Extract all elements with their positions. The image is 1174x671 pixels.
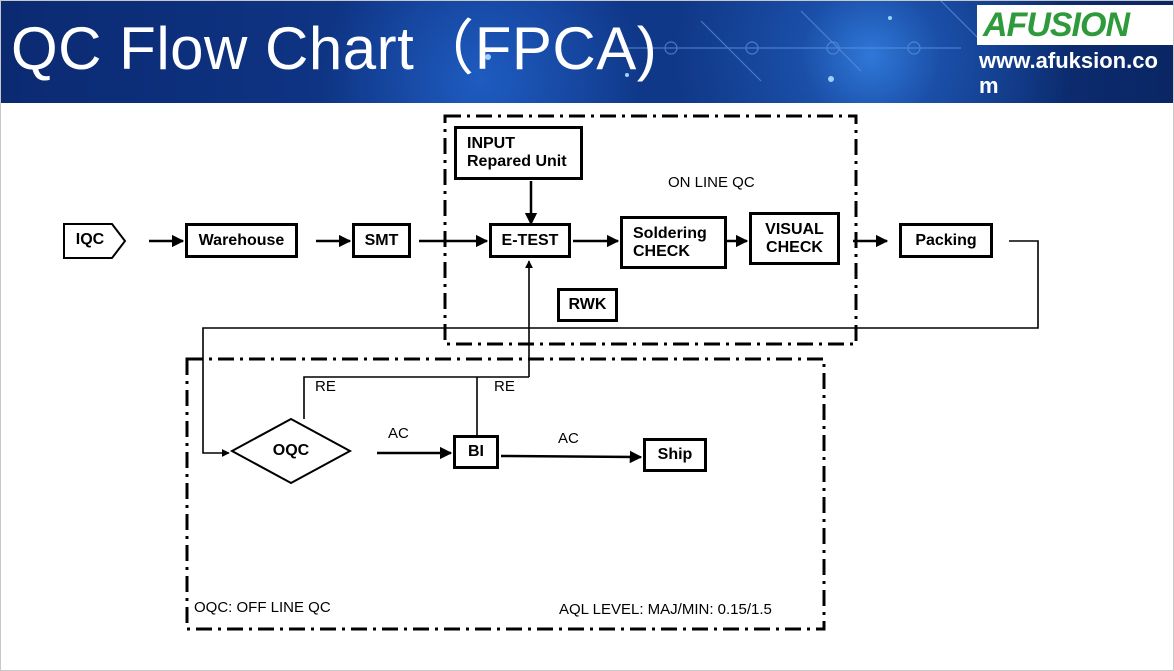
label-online-qc: ON LINE QC [668,174,755,191]
node-soldering-check: Soldering CHECK [620,216,727,269]
node-visual-check: VISUAL CHECK [749,212,840,265]
node-packing: Packing [899,223,993,258]
website-url: www.afuksion.com [979,48,1158,98]
node-rwk: RWK [557,288,618,322]
label-ac-oqc: AC [388,425,409,442]
label-ac-bi: AC [558,430,579,447]
node-input-repared-unit: INPUT Repared Unit [454,126,583,180]
node-smt: SMT [352,223,411,258]
node-iqc: IQC [75,231,105,248]
node-warehouse: Warehouse [185,223,298,258]
oqc-diamond [229,417,353,485]
node-e-test: E-TEST [489,223,571,258]
label-re-oqc: RE [315,378,336,395]
loop-packing-oqc [202,240,1039,457]
brand-logo: AFUSION [977,5,1173,45]
label-aql-level: AQL LEVEL: MAJ/MIN: 0.15/1.5 [559,601,772,618]
offline-qc-region [185,357,826,631]
online-qc-region [443,114,858,346]
logo-wordmark: AFUSION [983,6,1130,44]
label-offline-qc: OQC: OFF LINE QC [194,599,331,616]
banner-decoration [485,1,982,82]
node-bi: BI [453,435,499,469]
label-re-bi: RE [494,378,515,395]
arrow-bi-ship [500,450,643,464]
page-title: QC Flow Chart（FPCA) [11,15,658,82]
line-oqc-re [303,376,529,419]
node-oqc: OQC [272,442,310,459]
iqc-shape [63,223,127,259]
node-ship: Ship [643,438,707,472]
